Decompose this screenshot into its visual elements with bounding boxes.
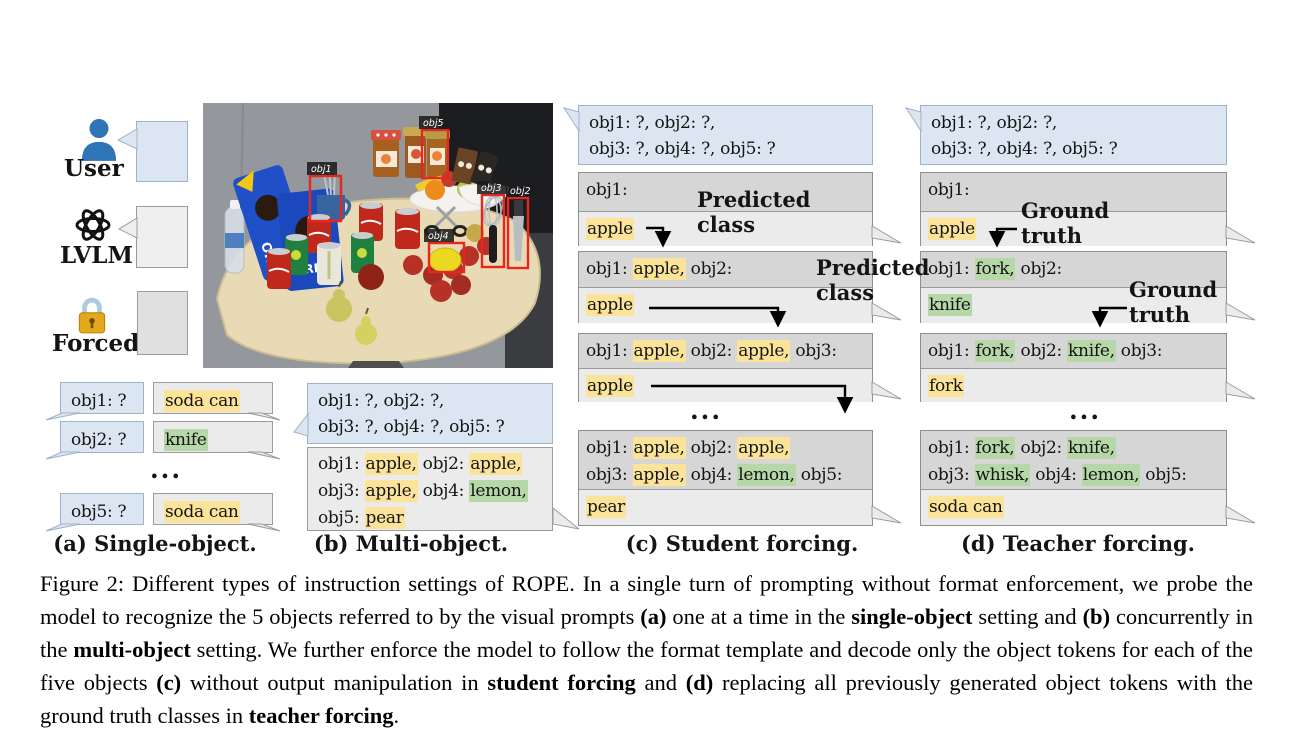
tabletop-photo: OREO OREO <box>203 103 553 368</box>
user-speech-bubble <box>136 121 188 182</box>
panel-c-turn-3: obj1: apple, obj2: apple, obj3: apple <box>578 333 873 402</box>
user-label: User <box>64 155 124 182</box>
panel-c-turn1-response: apple <box>579 212 872 246</box>
bbox-obj2 <box>506 196 530 270</box>
panel-c-user-prompt: obj1: ?, obj2: ?, obj3: ?, obj4: ?, obj5… <box>578 105 873 165</box>
panel-a-response-1: soda can <box>153 382 273 414</box>
panel-c-turn2-prompt: obj1: apple, obj2: <box>579 252 872 288</box>
lvlm-logo-icon <box>75 209 111 241</box>
knife <box>513 200 524 261</box>
panel-b-response-line1: obj1: apple, obj2: apple, <box>318 453 523 475</box>
bbox-obj3 <box>480 193 506 269</box>
panel-d-caption: (d) Teacher forcing. <box>961 531 1195 556</box>
panel-c-turn-4: obj1: apple, obj2: apple, obj3: apple, o… <box>578 430 873 526</box>
panel-b-user-prompt: obj1: ?, obj2: ?, obj3: ?, obj4: ?, obj5… <box>307 383 553 444</box>
bbox-label-obj2: obj2 <box>510 186 531 197</box>
panel-d-turn-2: obj1: fork, obj2: knife <box>920 251 1227 323</box>
panel-a-caption: (a) Single-object. <box>53 531 257 556</box>
panel-d-turn3-response: fork <box>921 369 1226 402</box>
panel-b-response: obj1: apple, obj2: apple, obj3: apple, o… <box>307 447 553 531</box>
panel-c-caption: (c) Student forcing. <box>625 531 859 556</box>
bbox-label-obj1: obj1 <box>311 164 332 175</box>
panel-c-prompt-line2: obj3: ?, obj4: ?, obj5: ? <box>589 139 776 159</box>
panel-d-user-prompt: obj1: ?, obj2: ?, obj3: ?, obj4: ?, obj5… <box>920 105 1227 165</box>
pears <box>326 280 377 345</box>
bbox-label-obj5: obj5 <box>423 118 444 129</box>
panel-a-prompt-1: obj1: ? <box>60 382 144 414</box>
panel-c-turn-1: obj1: apple <box>578 172 873 246</box>
panel-d-turn-4: obj1: fork, obj2: knife, obj3: whisk, ob… <box>920 430 1227 526</box>
panel-d-turn-3: obj1: fork, obj2: knife, obj3: fork <box>920 333 1227 402</box>
panel-c-turn3-prompt: obj1: apple, obj2: apple, obj3: <box>579 334 872 369</box>
panel-d-annotation-2: Ground truth <box>1129 277 1218 327</box>
panel-b-caption: (b) Multi-object. <box>313 531 509 556</box>
orange <box>425 180 445 200</box>
panel-b-prompt-line2: obj3: ?, obj4: ?, obj5: ? <box>318 417 505 437</box>
bbox-obj4 <box>427 241 466 274</box>
panel-c-turn1-prompt: obj1: <box>579 173 872 212</box>
panel-d-turn2-response: knife <box>921 288 1226 323</box>
panel-d-turn2-prompt: obj1: fork, obj2: <box>921 252 1226 288</box>
lvlm-speech-bubble <box>136 206 188 268</box>
lemon <box>428 247 462 273</box>
bbox-label-obj4: obj4 <box>428 231 449 242</box>
bbox-labels: obj1 obj5 obj3 obj2 obj4 <box>307 116 536 242</box>
panel-d-prompt-line1: obj1: ?, obj2: ?, <box>931 113 1058 133</box>
panel-c-turn4-prompt-line2: obj3: apple, obj4: lemon, obj5: <box>586 464 843 486</box>
panel-d-prompt-line2: obj3: ?, obj4: ?, obj5: ? <box>931 139 1118 159</box>
panel-a-prompt-3: obj5: ? <box>60 493 144 525</box>
panel-d-turn3-prompt: obj1: fork, obj2: knife, obj3: <box>921 334 1226 369</box>
user-icon <box>81 119 117 161</box>
panel-b-response-line3: obj5: pear <box>318 507 405 529</box>
panel-d-turn4-prompt-line2: obj3: whisk, obj4: lemon, obj5: <box>928 464 1187 486</box>
soda-cans <box>267 202 420 289</box>
panel-b-prompt-line1: obj1: ?, obj2: ?, <box>318 391 445 411</box>
bbox-label-obj3: obj3 <box>481 183 502 194</box>
panel-d-turn-1: obj1: apple <box>920 172 1227 246</box>
panel-d-ellipsis: ... <box>1068 396 1102 425</box>
forced-label: Forced <box>52 330 140 357</box>
water-bottle <box>224 200 245 274</box>
panel-c-ellipsis: ... <box>689 396 723 425</box>
panel-c-annotation-2: Predicted class <box>816 255 930 305</box>
panel-c-turn4-prompt-line1: obj1: apple, obj2: apple, <box>586 437 791 459</box>
lvlm-label: LVLM <box>60 242 133 269</box>
panel-c-prompt-line1: obj1: ?, obj2: ?, <box>589 113 716 133</box>
panel-d-annotation-1: Ground truth <box>1021 198 1110 248</box>
panel-d-turn1-prompt: obj1: <box>921 173 1226 212</box>
lock-icon <box>78 297 106 334</box>
bbox-obj5 <box>420 128 450 180</box>
panel-a-response-2: knife <box>153 421 273 453</box>
panel-d-turn4-response: soda can <box>921 490 1226 525</box>
jam-jars <box>371 127 450 179</box>
panel-a-ellipsis: ... <box>149 455 183 484</box>
bbox-obj1 <box>308 174 343 223</box>
candy-packets <box>451 147 499 188</box>
figure-caption: Figure 2: Different types of instruction… <box>40 571 1253 728</box>
panel-d-turn4-prompt-line1: obj1: fork, obj2: knife, <box>928 437 1116 459</box>
bounding-boxes <box>308 128 530 274</box>
panel-d-turn1-response: apple <box>921 212 1226 246</box>
panel-b-response-line2: obj3: apple, obj4: lemon, <box>318 480 528 502</box>
panel-a-prompt-2: obj2: ? <box>60 421 144 453</box>
panel-c-annotation-1: Predicted class <box>697 187 811 237</box>
panel-c-turn4-response: pear <box>579 490 872 525</box>
panel-a-response-3: soda can <box>153 493 273 525</box>
forced-box <box>137 291 188 355</box>
table-leg <box>348 361 404 368</box>
